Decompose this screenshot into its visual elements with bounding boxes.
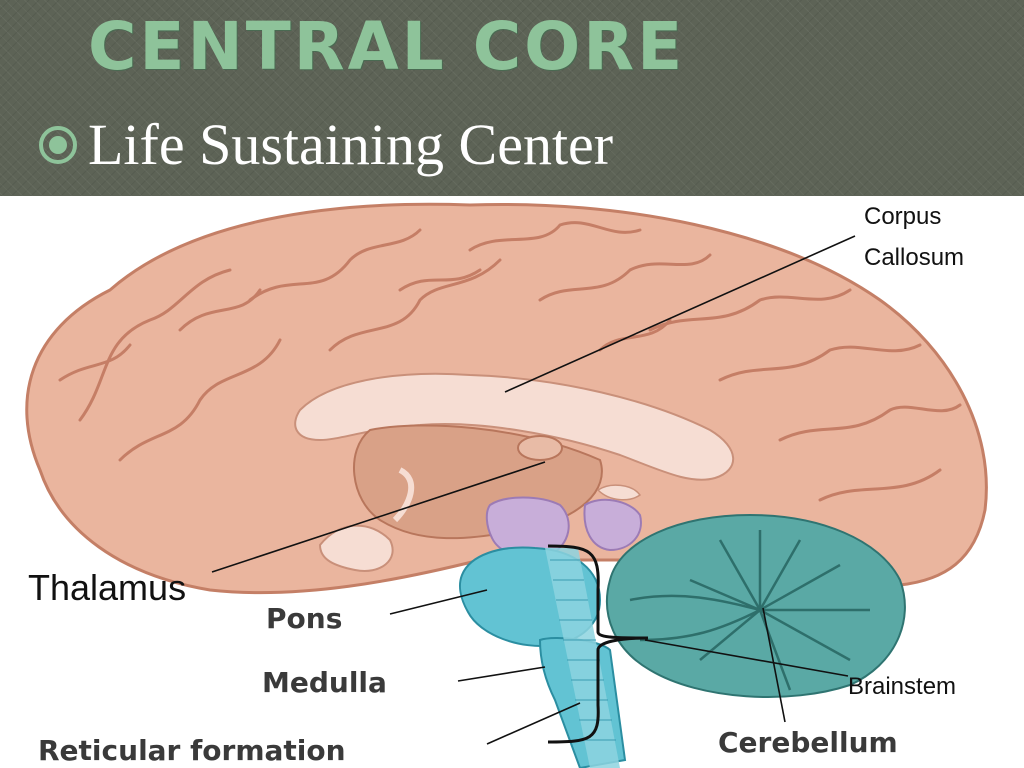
- cerebellum-folia: [629, 530, 870, 691]
- reticular-formation: [545, 548, 620, 768]
- brain-illustration: Corpus Callosum Thalamus Brainstem Pons …: [25, 202, 988, 768]
- label-cerebellum: Cerebellum: [718, 726, 898, 759]
- brain-figure: Corpus Callosum Thalamus Brainstem Pons …: [0, 196, 1024, 768]
- label-corpus-line1: Corpus: [864, 203, 941, 230]
- leader-lines: [211, 235, 856, 745]
- bullet-item: Life Sustaining Center: [36, 116, 613, 174]
- label-thalamus: Thalamus: [28, 567, 186, 608]
- bullet-circle-icon: [39, 126, 77, 164]
- label-medulla: Medulla: [262, 666, 387, 699]
- bullet-text: Life Sustaining Center: [88, 112, 614, 177]
- gyri-folds: [58, 221, 962, 502]
- slide-title: Central Core: [88, 8, 686, 85]
- label-pons: Pons: [266, 602, 342, 635]
- label-brainstem: Brainstem: [848, 673, 956, 700]
- corpus-callosum: [294, 372, 735, 481]
- label-corpus-line2: Callosum: [864, 244, 964, 271]
- brainstem-bracket: [547, 544, 649, 744]
- label-reticular-formation: Reticular formation: [38, 734, 346, 767]
- cerebellum: [605, 513, 906, 698]
